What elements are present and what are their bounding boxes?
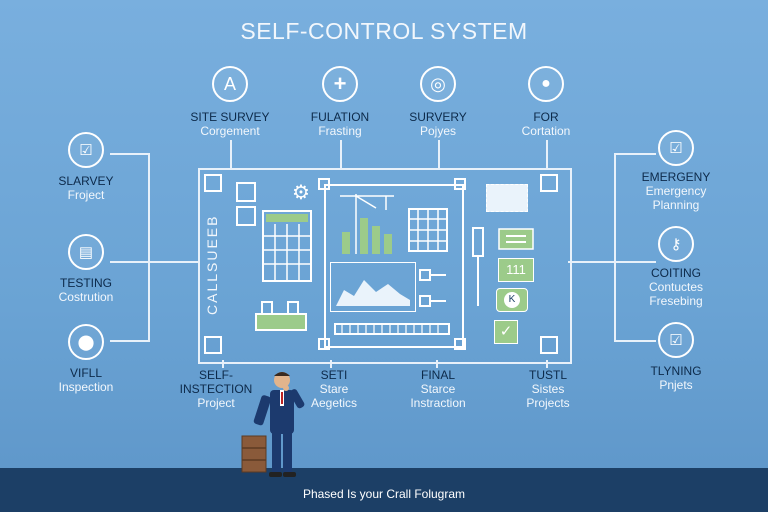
top-node-survery[interactable]: ◎ SURVERY Pojyes <box>398 66 478 138</box>
plus-icon: + <box>322 66 358 102</box>
pen-icon <box>472 227 484 306</box>
number-chip: 111 <box>498 258 534 282</box>
clipboard-icon: ▤ <box>68 234 104 270</box>
top-node-fulation[interactable]: + FULATION Frasting <box>300 66 380 138</box>
corner-square <box>204 336 222 354</box>
right-node-tlyning[interactable]: ☑ TLYNING Pnjets <box>636 322 716 392</box>
globe-icon: ◎ <box>420 66 456 102</box>
panel-vertical-label: CALLSUEEB <box>204 214 220 315</box>
left-node-testing[interactable]: ▤ TESTING Costrution <box>46 234 126 304</box>
area-chart-icon <box>336 280 410 306</box>
list-icon <box>498 228 534 250</box>
corner-square <box>204 174 222 192</box>
top-node-for[interactable]: ● FOR Cortation <box>506 66 586 138</box>
location-pin-icon: ⬤ <box>68 324 104 360</box>
bottom-node-seti[interactable]: SETI Stare Aegetics <box>310 368 358 410</box>
businessman-illustration <box>241 372 305 477</box>
left-node-slarvey[interactable]: ☑ SLARVEY Froject <box>46 132 126 202</box>
connector <box>222 360 224 368</box>
left-node-vifll[interactable]: ⬤ VIFLL Inspection <box>46 324 126 394</box>
gear-icon: ⚙ <box>292 182 310 204</box>
corner-square <box>318 178 330 190</box>
connector <box>436 360 438 368</box>
panel-square <box>236 182 256 202</box>
footer-text: Phased Is your Crall Folugram <box>302 487 466 501</box>
table-grid-icon <box>408 208 448 252</box>
connector <box>330 360 332 368</box>
page-title: SELF-CONTROL SYSTEM <box>240 18 528 44</box>
checkbox-icon: ☑ <box>68 132 104 168</box>
corner-square <box>318 338 330 350</box>
checkbox-icon: ☑ <box>658 322 694 358</box>
central-panel <box>198 168 572 364</box>
top-node-site-survey[interactable]: A SITE SURVEY Corgement <box>190 66 270 138</box>
bottom-node-final[interactable]: FINAL Starce Instraction <box>410 368 466 410</box>
area-chart-box <box>330 262 416 312</box>
bottom-node-tustl[interactable]: TUSTL Sistes Projects <box>526 368 570 410</box>
letter-a-icon: A <box>212 66 248 102</box>
checkbox-icon: ☑ <box>658 130 694 166</box>
footer-bar <box>0 468 768 512</box>
corner-square <box>454 178 466 190</box>
calculator-icon <box>262 210 312 282</box>
inner-frame <box>324 184 464 348</box>
person-icon: ● <box>528 66 564 102</box>
right-node-coiting[interactable]: ⚷ COITING Contuctes Fresebing <box>636 226 716 308</box>
note-card <box>486 184 528 212</box>
corner-square <box>540 336 558 354</box>
corner-square <box>454 338 466 350</box>
bottom-node-self-instection[interactable]: SELF- INSTECTION Project <box>179 368 253 410</box>
corner-square <box>540 174 558 192</box>
letter-chip: K <box>496 288 528 312</box>
connector <box>546 360 548 368</box>
ruler-bar <box>334 323 450 335</box>
key-icon: ⚷ <box>658 226 694 262</box>
crane-chart-icon <box>340 194 394 254</box>
box-icon <box>255 301 307 331</box>
right-node-emergeny[interactable]: ☑ EMERGENY Emergency Planning <box>636 130 716 212</box>
connector-icon <box>419 269 446 307</box>
panel-square <box>236 206 256 226</box>
check-icon: ✓ <box>494 320 518 344</box>
